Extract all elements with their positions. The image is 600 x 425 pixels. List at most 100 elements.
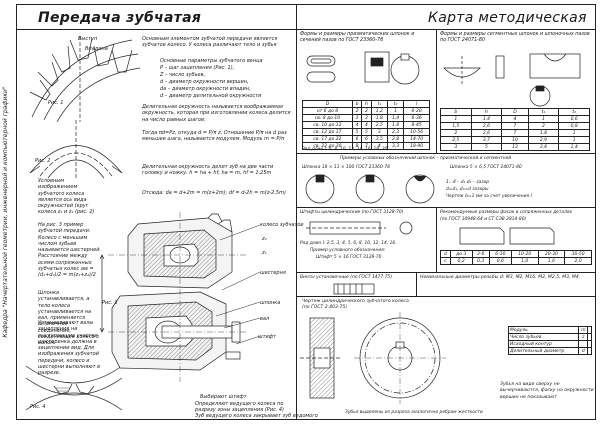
callout-shaft: вал <box>260 316 270 322</box>
rtr-cell: 1 <box>558 136 590 144</box>
mid-bottom-0: Выбирают штифт <box>200 394 247 400</box>
chamfer-h: 20-30 <box>537 250 566 258</box>
right-divider-4 <box>296 296 596 297</box>
mid-intro: Основным элементом зубчатой передачи явл… <box>142 36 278 49</box>
param-value <box>587 333 592 341</box>
rtl-cell: 3 <box>351 114 363 122</box>
legend-note-2: Чертеж b=1 мм за счет увеличения l <box>446 194 532 199</box>
param-symbol <box>578 340 589 348</box>
rtl-cell: 7 <box>361 142 372 150</box>
fig1-label-right: Впадина <box>85 46 108 52</box>
rtl-cell: от 6 до 8 <box>302 107 353 115</box>
param-name: Модуль <box>507 326 580 334</box>
callout-pinion: шестерня <box>260 270 286 276</box>
prismatic-key-drawing <box>306 51 420 85</box>
rtl-h-2: h <box>361 100 372 108</box>
rtr-cell: 1,4 <box>558 143 590 151</box>
gear-wheel-drawing <box>300 312 446 404</box>
callout-gear-wheel: колесо зубчатое <box>260 222 304 228</box>
rtr-cell: 2,6 <box>470 122 503 130</box>
rtr-cell: 1 <box>527 115 560 123</box>
mid-bottom-2: Зуб ведущего колеса закрывает зуб ведомо… <box>195 413 318 419</box>
rtl-cell: св. 12 до 17 <box>302 128 353 136</box>
chamfer-h: 10-20 <box>510 250 539 258</box>
chamfer-cell: 0,6 <box>488 257 512 265</box>
rtr-h-1: h <box>470 108 503 116</box>
title-left: Передача зубчатая <box>38 10 202 26</box>
rtl-cell: 2 <box>351 107 363 115</box>
rtl-cell: св. 17 до 22 <box>302 135 353 143</box>
rtl-cell: св. 10 до 12 <box>302 121 353 129</box>
rtr-cell: 1,8 <box>527 129 560 137</box>
note-teeth: Зубья на виде сверху не вычерчиваются, ф… <box>500 382 594 400</box>
rtr-cell: 2,9 <box>527 136 560 144</box>
rtl-cell: 6 <box>351 135 363 143</box>
param-name: Число зубьев <box>507 333 580 341</box>
rtl-cell: 3 <box>370 128 388 136</box>
pins-example-head: Пример условного обозначения: <box>310 248 386 253</box>
title-right: Карта методическая <box>428 10 587 26</box>
rtr-cell: 10 <box>501 136 529 144</box>
param-value <box>587 347 592 355</box>
right-mid-divider <box>436 207 437 272</box>
chamfer-cell: c <box>440 257 451 265</box>
chamfer-h: 3-6 <box>471 250 490 258</box>
rtr-cell: 1 <box>440 115 472 123</box>
rtl-cell: 4 <box>351 121 363 129</box>
rtr-cell: 3,8 <box>527 143 560 151</box>
table-row: Исходный контур <box>507 340 592 348</box>
legend-right: Шпонка 5 × 6,5 ГОСТ 24071-80 <box>450 165 522 170</box>
param-value <box>587 340 592 348</box>
right-divider-1 <box>296 153 596 154</box>
screw-divider <box>416 272 417 296</box>
rtr-h-0: b <box>440 108 472 116</box>
left-para-4: Устанавливают валы зацепления на выступа… <box>38 320 101 377</box>
rtr-cell: 7 <box>501 129 529 137</box>
rtl-cell: 18-90 <box>403 142 430 150</box>
rtr-cell: 2,6 <box>470 129 503 137</box>
param-1: Z – число зубьев, <box>160 72 206 78</box>
rtr-cell: 7 <box>501 122 529 130</box>
legend-note-1: d=d₁, d₂=d зазоры <box>446 187 489 192</box>
right-divider-2 <box>296 207 596 208</box>
fig1-label-top: Выступ <box>78 36 98 42</box>
legend-left: Шпонка 18 × 11 × 100 ГОСТ 23360-78 <box>302 165 390 170</box>
rtl-cell: 6-20 <box>403 107 430 115</box>
gear-fig-4 <box>25 365 123 411</box>
rtr-h-4: t₂ <box>558 108 590 116</box>
legend-note-0: 1...4 – d₁ d₂ – зазор <box>446 180 490 185</box>
chamfer-title: Рекомендуемые размеры фасок в сопряженны… <box>440 210 573 215</box>
gear-fig-1 <box>29 36 141 123</box>
chamfer-h: 30-50 <box>564 250 592 258</box>
rtl-cell: 1 <box>386 107 405 115</box>
chamfer-drawing <box>459 227 555 245</box>
rtr-cell: 5 <box>470 143 503 151</box>
formula-text: Тогда πd=Pz, откуда d = P/π z. Отношение… <box>142 130 287 143</box>
rtl-cell: 6-36 <box>403 114 430 122</box>
fig2-label: Рис. 2 <box>35 158 51 164</box>
rtl-cell: 2 <box>361 107 372 115</box>
callout-pin: штифт <box>258 334 276 340</box>
param-4: d – диаметр делительной окружности <box>160 93 262 99</box>
header-divider <box>16 29 596 30</box>
param-2: d – диаметр окружности вершин, <box>160 79 249 85</box>
right-top-divider <box>436 29 437 153</box>
rtl-h-3: t₁ <box>370 100 388 108</box>
rtl-cell: 2,5 <box>370 121 388 129</box>
chamfer-h: до 3 <box>449 250 473 258</box>
rtr-cell: 2,5 <box>440 136 472 144</box>
callout-key: шпонка <box>260 300 281 306</box>
rtl-title: Формы и размеры призматических шпонок и … <box>300 32 415 44</box>
chamfer-h: 6-10 <box>488 250 512 258</box>
rtl-cell: 10-56 <box>403 128 430 136</box>
rtr-h-2: D <box>501 108 529 116</box>
rtr-h-3: t₁ <box>527 108 560 116</box>
rtl-cell: 5 <box>351 128 363 136</box>
